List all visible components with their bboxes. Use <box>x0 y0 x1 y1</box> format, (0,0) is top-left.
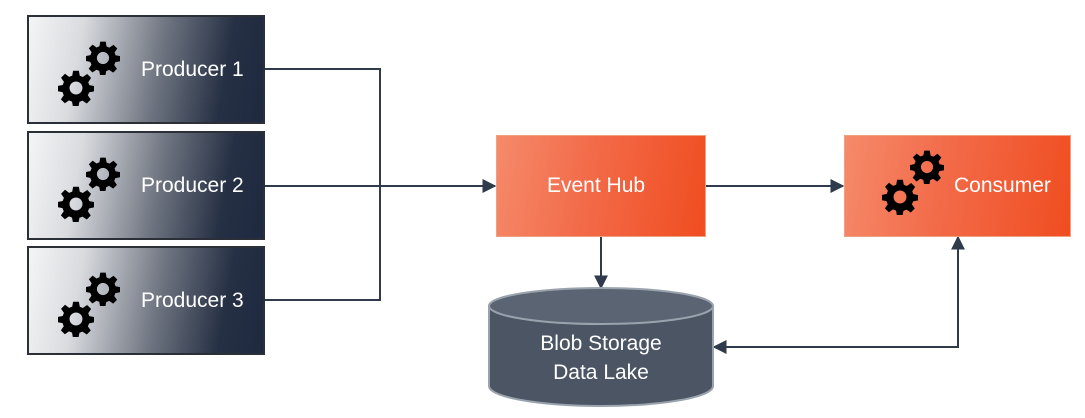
producer-2-box[interactable]: Producer 2 <box>27 131 265 240</box>
event-hub-box[interactable]: Event Hub <box>496 135 706 237</box>
gears-icon <box>58 157 120 222</box>
gears-icon <box>58 272 120 337</box>
connector-storage-consumer <box>712 235 965 354</box>
connector-producer-1 <box>265 68 381 186</box>
gears-icon <box>882 150 944 215</box>
producer-1-box[interactable]: Producer 1 <box>27 15 265 124</box>
connector-producer-3 <box>265 186 381 301</box>
gears-icon <box>58 41 120 106</box>
producer-1-label: Producer 1 <box>141 57 244 81</box>
storage-label-line-1: Blob Storage <box>540 332 662 355</box>
producer-3-box[interactable]: Producer 3 <box>27 246 265 355</box>
consumer-label: Consumer <box>954 174 1051 197</box>
producer-2-label: Producer 2 <box>141 173 244 197</box>
event-hub-label: Event Hub <box>547 174 646 197</box>
producer-3-label: Producer 3 <box>141 288 244 312</box>
blob-storage-cylinder[interactable] <box>486 286 716 410</box>
storage-label-line-2: Data Lake <box>553 361 649 384</box>
consumer-box[interactable]: Consumer <box>844 135 1071 237</box>
